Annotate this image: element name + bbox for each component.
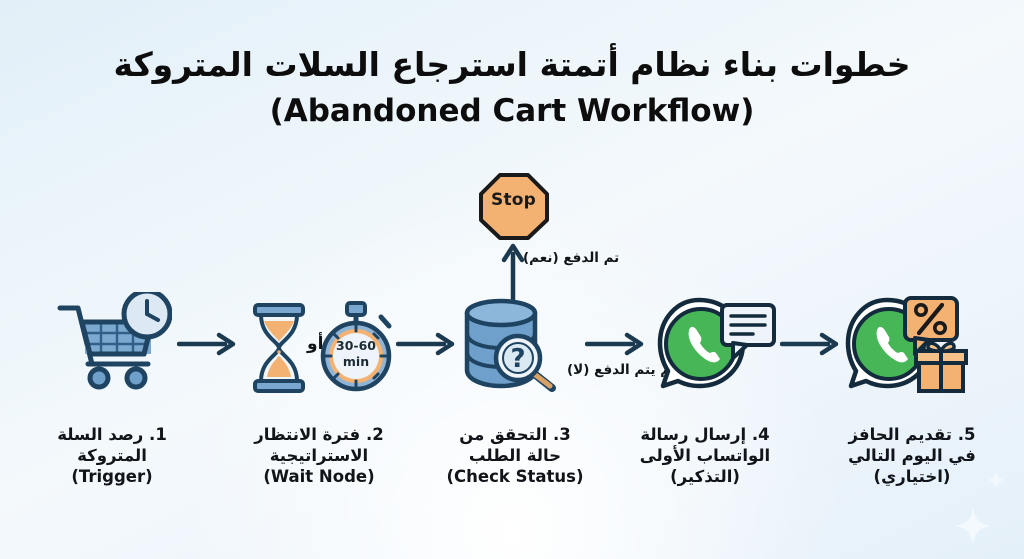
- or-separator-label: أو: [307, 334, 324, 354]
- caption-first-whatsapp-message-line1: 4. إرسال رسالة: [640, 425, 770, 444]
- caption-trigger-line3: (Trigger): [71, 467, 153, 487]
- caption-first-whatsapp-message: 4. إرسال رسالة الواتساب الأولى (التذكير): [605, 424, 805, 487]
- caption-wait-node-line2: الاستراتيجية: [269, 446, 369, 466]
- edge-label-paid-yes-line1: تم الدفع: [563, 250, 620, 266]
- caption-trigger-line1: 1. رصد السلة: [57, 425, 167, 444]
- svg-text:?: ?: [510, 344, 525, 374]
- whatsapp-message-icon: [655, 290, 777, 406]
- caption-check-status-line3: (Check Status): [446, 467, 584, 487]
- caption-wait-node-line3: (Wait Node): [263, 467, 375, 487]
- abandoned-cart-clock-icon: [52, 288, 173, 396]
- caption-trigger-line2: المتروكة: [77, 446, 147, 466]
- edge-label-not-paid-no-line2: (لا): [567, 362, 590, 378]
- stopwatch-icon: [313, 300, 399, 398]
- stop-sign-icon: [478, 172, 550, 246]
- caption-check-status: 3. التحقق من حالة الطلب (Check Status): [415, 424, 615, 487]
- edge-label-paid-yes-line2: (نعم): [523, 250, 559, 266]
- arrow-1-to-2: [176, 331, 239, 361]
- hourglass-icon: [248, 302, 310, 398]
- caption-wait-node-line1: 2. فترة الانتظار: [254, 425, 384, 444]
- page-title: خطوات بناء نظام أتمتة استرجاع السلات الم…: [0, 44, 1024, 133]
- caption-check-status-line1: 3. التحقق من: [459, 425, 571, 444]
- caption-incentive-offer-line2: في اليوم التالي: [848, 446, 976, 466]
- page-title-arabic: خطوات بناء نظام أتمتة استرجاع السلات الم…: [113, 45, 911, 84]
- caption-check-status-line2: حالة الطلب: [468, 446, 562, 466]
- stop-sign-label: Stop: [491, 190, 537, 210]
- edge-label-paid-yes: تم الدفع (نعم): [523, 250, 619, 267]
- arrow-3-to-4: [584, 331, 647, 361]
- page-title-english: (Abandoned Cart Workflow): [269, 92, 755, 129]
- whatsapp-discount-gift-icon: [843, 288, 968, 407]
- arrow-3-to-stop: [500, 242, 526, 306]
- stopwatch-duration-line2: min: [342, 354, 370, 369]
- caption-first-whatsapp-message-line3: (التذكير): [670, 467, 740, 487]
- caption-first-whatsapp-message-line2: الواتساب الأولى: [639, 446, 771, 466]
- database-search-icon: ?: [460, 296, 566, 396]
- caption-trigger: 1. رصد السلة المتروكة (Trigger): [12, 424, 212, 487]
- stopwatch-duration-line1: 30-60: [336, 338, 376, 353]
- arrow-4-to-5: [779, 331, 842, 361]
- arrow-2-to-3: [395, 331, 458, 361]
- edge-label-not-paid-no: لم يتم الدفع (لا): [567, 362, 676, 379]
- caption-incentive-offer: 5. تقديم الحافز في اليوم التالي (اختياري…: [812, 424, 1012, 487]
- caption-incentive-offer-line3: (اختياري): [873, 467, 951, 487]
- edge-label-not-paid-no-line1: لم يتم الدفع: [594, 362, 676, 378]
- caption-incentive-offer-line1: 5. تقديم الحافز: [848, 425, 976, 444]
- caption-wait-node: 2. فترة الانتظار الاستراتيجية (Wait Node…: [219, 424, 419, 487]
